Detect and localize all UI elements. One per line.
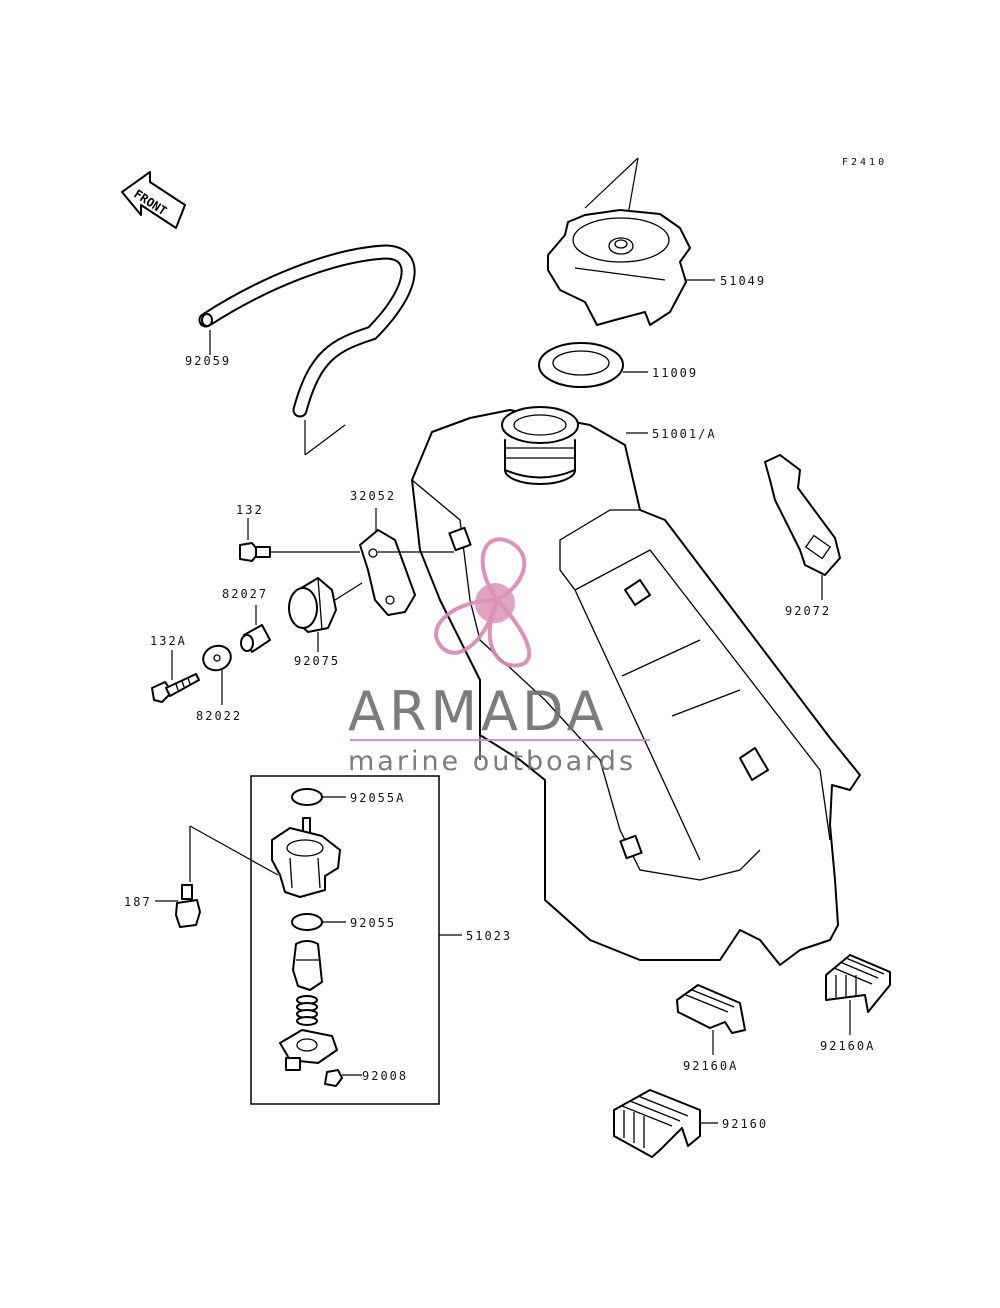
fuel-cock-body (271, 817, 341, 898)
label-gasket: 11009 (652, 366, 698, 380)
front-arrow-icon: FRONT (121, 171, 186, 229)
watermark-brand: ARMADA (348, 680, 608, 743)
label-clamp-a-right: 92160A (820, 1039, 875, 1053)
o-ring (291, 913, 323, 931)
clamp-a-middle (676, 984, 746, 1034)
label-damper: 92075 (294, 654, 340, 668)
washer (202, 644, 232, 672)
label-bolt-187: 187 (124, 895, 152, 909)
label-clamp: 92160 (722, 1117, 768, 1131)
clamp-a-right (825, 954, 891, 1013)
label-collar: 82027 (222, 587, 268, 601)
fuel-cock-plate (279, 1029, 338, 1071)
fuel-hose (198, 244, 416, 456)
label-clamp-a-middle: 92160A (683, 1059, 738, 1073)
label-bracket: 32052 (350, 489, 396, 503)
cap-gasket (538, 342, 624, 388)
armada-watermark: ARMADA marine outboards (348, 537, 650, 777)
label-cap: 51049 (720, 274, 766, 288)
label-tank: 51001/A (652, 427, 717, 441)
fuel-cap (547, 157, 691, 326)
fuel-cock-valve (292, 940, 323, 991)
figure-code: F2410 (842, 157, 887, 168)
collar (240, 624, 271, 653)
label-hose: 92059 (185, 354, 231, 368)
label-strap: 92072 (785, 604, 831, 618)
clamp (613, 1089, 701, 1158)
label-o-ring-a: 92055A (350, 791, 405, 805)
label-screw: 92008 (362, 1069, 408, 1083)
watermark-tagline: marine outboards (348, 746, 636, 777)
fuel-cock-spring (296, 995, 318, 1026)
rubber-damper (288, 577, 363, 633)
fuel-tank (411, 406, 861, 966)
tank-strap (764, 454, 841, 576)
bolt-132a (151, 673, 200, 703)
label-washer: 82022 (196, 709, 242, 723)
fuel-cock-assembly-box (250, 775, 440, 1105)
label-bolt-132a: 132A (150, 634, 187, 648)
tank-bracket (359, 529, 416, 616)
bolt-132 (239, 542, 271, 562)
bolt-187 (175, 884, 201, 928)
label-fuel-cock: 51023 (466, 929, 512, 943)
label-bolt-132: 132 (236, 503, 264, 517)
label-o-ring: 92055 (350, 916, 396, 930)
propeller-logo-icon (434, 537, 532, 668)
o-ring-a (291, 788, 323, 806)
screw (324, 1069, 343, 1087)
